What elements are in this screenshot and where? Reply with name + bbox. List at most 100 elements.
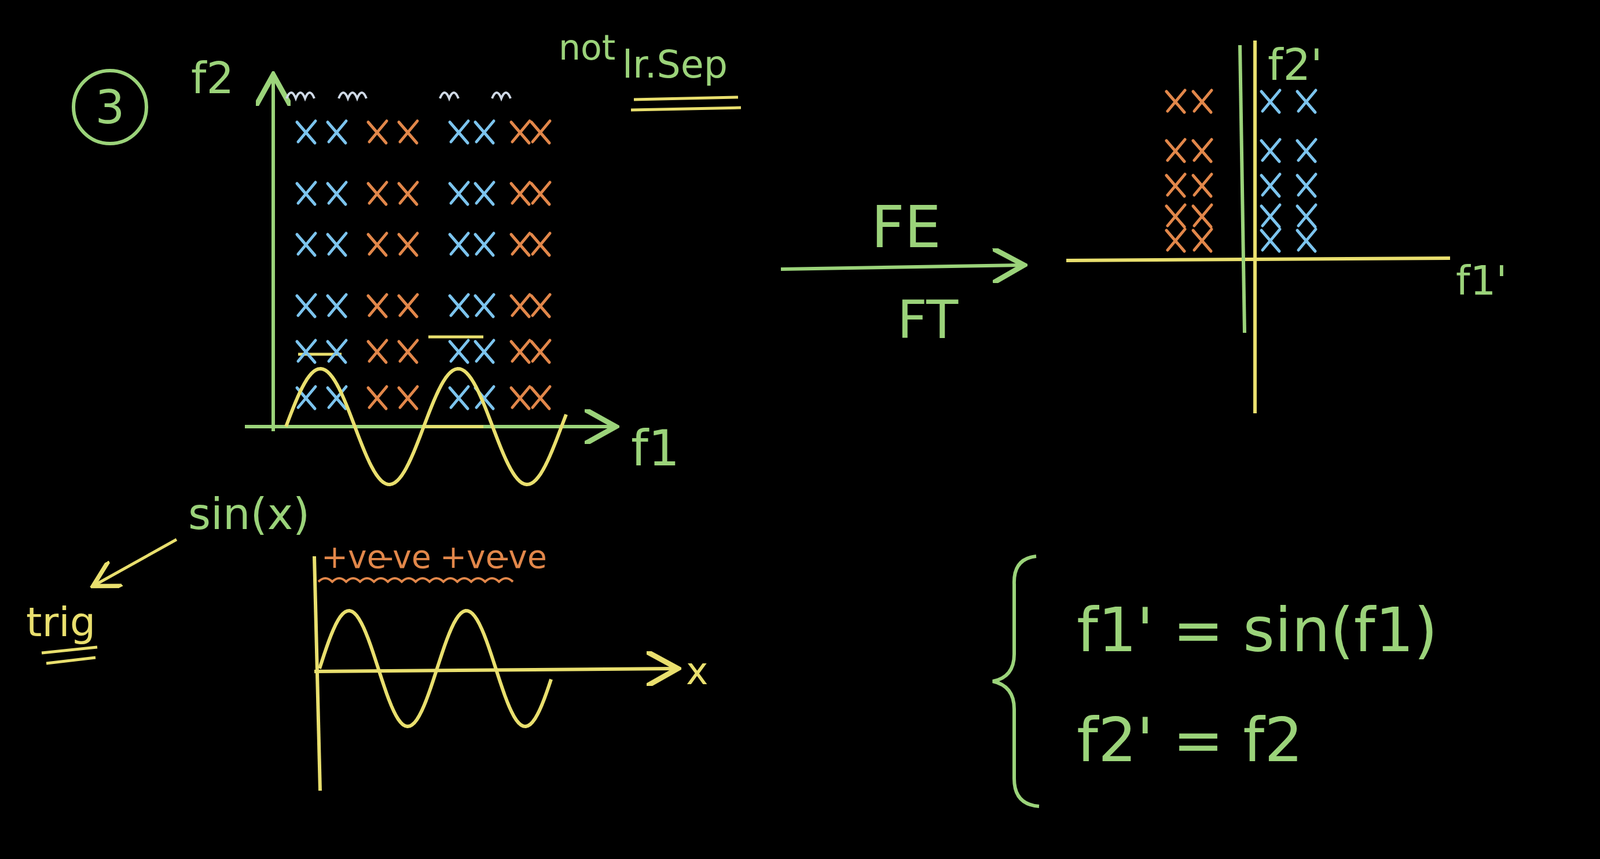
sign-label: -ve	[382, 539, 432, 575]
cross-marker	[511, 233, 530, 256]
cross-marker	[1261, 139, 1280, 162]
axis-label: f1'	[1455, 258, 1507, 304]
underline	[630, 97, 741, 110]
squiggle	[338, 92, 367, 99]
cross-marker	[511, 120, 530, 143]
cross-marker	[296, 120, 316, 143]
equation: f2' = f2	[1076, 707, 1304, 775]
cross-marker	[327, 340, 347, 363]
cross-marker	[327, 120, 347, 143]
cross-marker	[368, 294, 387, 317]
cross-marker	[368, 120, 387, 143]
cross-marker	[1166, 229, 1185, 252]
cross-marker	[1193, 139, 1212, 162]
cross-marker	[475, 233, 494, 256]
circled-number: 3	[71, 68, 149, 146]
axis-label: f2	[191, 54, 234, 103]
transform-arrow	[780, 265, 1021, 270]
cross-marker	[327, 233, 347, 256]
arrow-label: FT	[897, 291, 959, 349]
cross-marker	[398, 182, 418, 205]
cross-marker	[449, 182, 469, 205]
cross-marker	[1166, 174, 1185, 197]
note: not	[558, 28, 616, 67]
equation: f1' = sin(f1)	[1076, 597, 1438, 665]
cross-marker	[1261, 204, 1280, 227]
curly-brace	[992, 556, 1040, 807]
cross-marker	[368, 233, 387, 256]
cross-marker	[1193, 90, 1212, 113]
cross-marker	[1193, 174, 1212, 197]
x-axis	[1066, 258, 1451, 261]
cross-marker	[1297, 90, 1316, 113]
cross-marker	[531, 233, 550, 256]
cross-marker	[449, 233, 469, 256]
cross-marker	[511, 294, 530, 317]
cross-marker	[368, 340, 387, 363]
cross-marker	[1193, 229, 1212, 252]
circle-outline	[73, 70, 147, 144]
cross-marker	[368, 182, 387, 205]
sine-curve	[319, 610, 552, 727]
axis-label: f2'	[1267, 41, 1323, 90]
callout-number: 3	[95, 80, 126, 135]
arrow-label: FE	[871, 195, 942, 260]
cross-marker	[296, 233, 316, 256]
cross-marker	[511, 386, 530, 409]
cross-marker	[398, 233, 418, 256]
cross-marker	[475, 294, 494, 317]
cross-marker	[449, 340, 469, 363]
cross-marker	[327, 294, 347, 317]
cross-marker	[296, 340, 316, 363]
width-marker	[298, 336, 484, 427]
function-label: sin(x)	[188, 490, 310, 539]
cross-marker	[531, 294, 550, 317]
squiggle	[492, 92, 511, 99]
cross-marker	[531, 340, 550, 363]
cross-marker	[1261, 229, 1280, 252]
squiggle	[318, 578, 513, 582]
cross-marker	[1297, 139, 1316, 162]
underline	[41, 647, 98, 664]
cross-marker	[398, 386, 418, 409]
axis-label: x	[685, 650, 708, 693]
sine-curve	[285, 368, 567, 485]
cross-marker	[449, 294, 469, 317]
cross-marker	[1193, 204, 1212, 227]
sign-label: +ve	[321, 539, 387, 575]
cross-marker	[1297, 204, 1316, 227]
cross-marker	[1166, 139, 1185, 162]
cross-marker	[296, 182, 316, 205]
squiggle	[439, 92, 459, 99]
cross-marker	[511, 182, 530, 205]
cross-marker	[475, 120, 494, 143]
y-axis	[314, 556, 321, 791]
cross-marker	[531, 182, 550, 205]
cross-marker	[398, 340, 418, 363]
cross-marker	[1297, 174, 1316, 197]
cross-marker	[398, 120, 418, 143]
cross-marker	[327, 182, 347, 205]
sign-label: -ve	[497, 539, 548, 575]
note: trig	[26, 600, 96, 645]
cross-marker	[1166, 90, 1185, 113]
cross-marker	[296, 294, 316, 317]
cross-marker	[511, 340, 530, 363]
note: lr.Sep	[622, 43, 728, 86]
leader-arrow	[95, 539, 177, 585]
y-axis	[1253, 40, 1257, 414]
cross-marker	[1166, 204, 1185, 227]
cross-marker	[475, 182, 494, 205]
squiggle	[286, 92, 315, 99]
cross-marker	[1261, 174, 1280, 197]
cross-marker	[449, 120, 469, 143]
cross-marker	[398, 294, 418, 317]
cross-marker	[368, 386, 387, 409]
sign-label: +ve	[439, 539, 505, 575]
cross-marker	[1297, 229, 1316, 252]
cross-marker	[449, 386, 469, 409]
cross-marker	[1261, 90, 1280, 113]
axis-label: f1	[630, 421, 680, 476]
